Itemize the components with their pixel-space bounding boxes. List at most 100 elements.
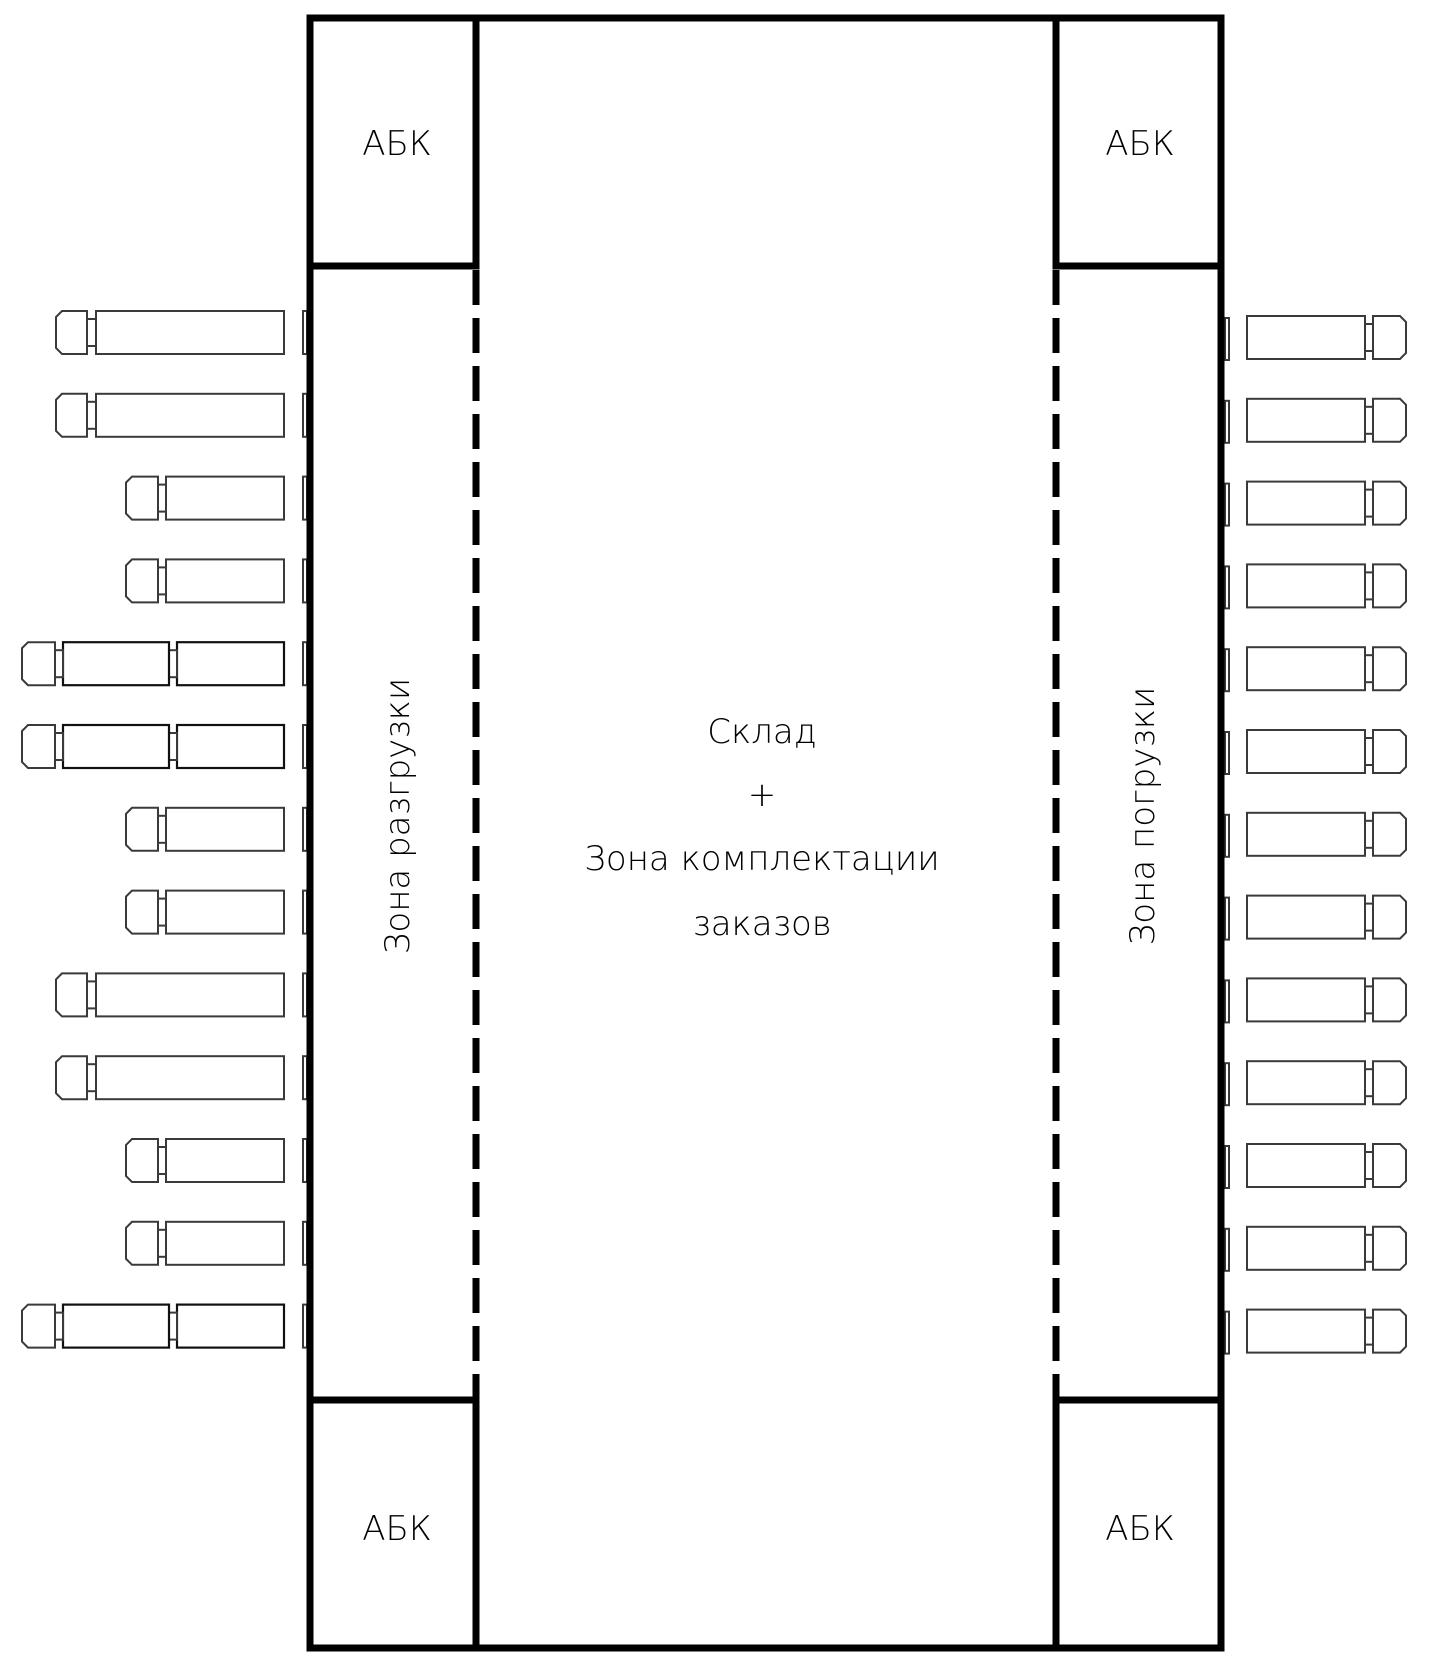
truck-coupler bbox=[86, 980, 97, 1010]
unloading-dock-9 bbox=[55, 972, 308, 1018]
truck-coupler bbox=[1364, 1068, 1374, 1098]
dock-plate bbox=[1224, 731, 1230, 775]
truck-coupler bbox=[1364, 902, 1374, 932]
abk-top-right-label: АБК bbox=[1105, 124, 1175, 164]
truck-cab bbox=[125, 806, 159, 852]
truck-coupler bbox=[168, 732, 178, 761]
truck-trailer bbox=[165, 1220, 285, 1266]
dock-plate bbox=[302, 1303, 308, 1349]
truck-cab bbox=[125, 1220, 159, 1266]
truck-trailer bbox=[1246, 1308, 1366, 1354]
truck-cab bbox=[1372, 977, 1407, 1023]
dock-plate bbox=[302, 310, 308, 355]
truck-coupler bbox=[1364, 737, 1374, 766]
truck-trailer bbox=[165, 806, 285, 852]
dock-plate bbox=[302, 392, 308, 438]
dock-plate bbox=[302, 1055, 308, 1101]
unloading-dock-4 bbox=[125, 558, 308, 604]
truck-coupler bbox=[157, 897, 167, 927]
dock-plate bbox=[1224, 1145, 1230, 1189]
unloading-dock-8 bbox=[125, 889, 308, 935]
unloading-dock-3 bbox=[125, 475, 308, 521]
unloading-dock-6 bbox=[21, 723, 308, 770]
truck-coupler bbox=[1364, 985, 1374, 1015]
truck-cab bbox=[125, 889, 159, 935]
truck-trailer bbox=[1246, 563, 1366, 609]
truck-trailer bbox=[61, 723, 171, 770]
dock-plate bbox=[1224, 896, 1230, 941]
dock-plate bbox=[302, 558, 308, 604]
truck-trailer bbox=[175, 723, 286, 770]
unloading-dock-1 bbox=[55, 310, 308, 355]
truck-trailer bbox=[1246, 1225, 1366, 1271]
unloading-zone-label: Зона разгрузки bbox=[378, 678, 418, 954]
truck-cab bbox=[125, 1138, 159, 1183]
dock-plate bbox=[1224, 648, 1230, 693]
truck-cab bbox=[21, 641, 56, 687]
truck-trailer bbox=[95, 1055, 285, 1101]
loading-trucks bbox=[1224, 315, 1407, 1355]
truck-cab bbox=[1372, 563, 1407, 609]
truck-cab bbox=[21, 724, 56, 769]
truck-coupler bbox=[1364, 654, 1374, 684]
center-label-orders: заказов bbox=[692, 904, 831, 944]
truck-coupler bbox=[157, 814, 167, 844]
unloading-trucks bbox=[21, 310, 308, 1349]
truck-coupler bbox=[157, 483, 167, 513]
truck-coupler bbox=[1364, 1233, 1374, 1263]
loading-dock-9 bbox=[1224, 977, 1407, 1024]
loading-dock-2 bbox=[1224, 397, 1407, 444]
truck-cab bbox=[1372, 894, 1407, 940]
dock-plate bbox=[302, 641, 308, 687]
truck-trailer bbox=[165, 475, 285, 521]
truck-trailer bbox=[1246, 1060, 1366, 1106]
truck-cab bbox=[1372, 1225, 1407, 1271]
dock-plate bbox=[1224, 1310, 1230, 1355]
truck-coupler bbox=[86, 1063, 97, 1093]
loading-dock-8 bbox=[1224, 894, 1407, 941]
truck-coupler bbox=[1364, 323, 1374, 352]
dock-plate bbox=[302, 724, 308, 769]
unloading-dock-2 bbox=[55, 392, 308, 438]
truck-trailer bbox=[1246, 397, 1366, 443]
truck-trailer bbox=[61, 1303, 171, 1349]
dock-plate bbox=[1224, 399, 1230, 444]
dock-plate bbox=[1224, 1062, 1230, 1107]
dock-plate bbox=[1224, 1227, 1230, 1272]
truck-coupler bbox=[86, 400, 97, 430]
truck-coupler bbox=[168, 1311, 178, 1341]
dock-plate bbox=[1224, 317, 1230, 361]
truck-trailer bbox=[175, 641, 286, 687]
truck-trailer bbox=[1246, 480, 1366, 526]
truck-trailer bbox=[1246, 894, 1366, 940]
loading-dock-13 bbox=[1224, 1308, 1407, 1355]
truck-coupler bbox=[1364, 1151, 1374, 1180]
unloading-dock-5 bbox=[21, 641, 308, 687]
dock-plate bbox=[302, 806, 308, 852]
unloading-dock-11 bbox=[125, 1138, 308, 1183]
truck-trailer bbox=[165, 558, 285, 604]
truck-cab bbox=[1372, 1143, 1407, 1188]
unloading-dock-13 bbox=[21, 1303, 308, 1349]
truck-coupler bbox=[1364, 488, 1374, 518]
dock-plate bbox=[1224, 813, 1230, 858]
dock-plate bbox=[1224, 482, 1230, 527]
loading-dock-4 bbox=[1224, 563, 1407, 610]
center-label-warehouse: Склад bbox=[707, 712, 817, 752]
truck-trailer bbox=[95, 310, 285, 355]
truck-coupler bbox=[157, 1146, 167, 1175]
truck-trailer bbox=[95, 972, 285, 1018]
truck-cab bbox=[1372, 1308, 1407, 1354]
truck-trailer bbox=[1246, 1143, 1366, 1188]
loading-dock-10 bbox=[1224, 1060, 1407, 1107]
loading-dock-7 bbox=[1224, 811, 1407, 858]
abk-bottom-left-label: АБК bbox=[362, 1509, 432, 1549]
truck-trailer bbox=[175, 1303, 286, 1349]
truck-trailer bbox=[1246, 811, 1366, 857]
loading-dock-3 bbox=[1224, 480, 1407, 527]
loading-dock-6 bbox=[1224, 729, 1407, 775]
truck-cab bbox=[55, 972, 88, 1018]
truck-trailer bbox=[1246, 315, 1366, 360]
truck-cab bbox=[1372, 315, 1407, 360]
loading-dock-5 bbox=[1224, 646, 1407, 693]
